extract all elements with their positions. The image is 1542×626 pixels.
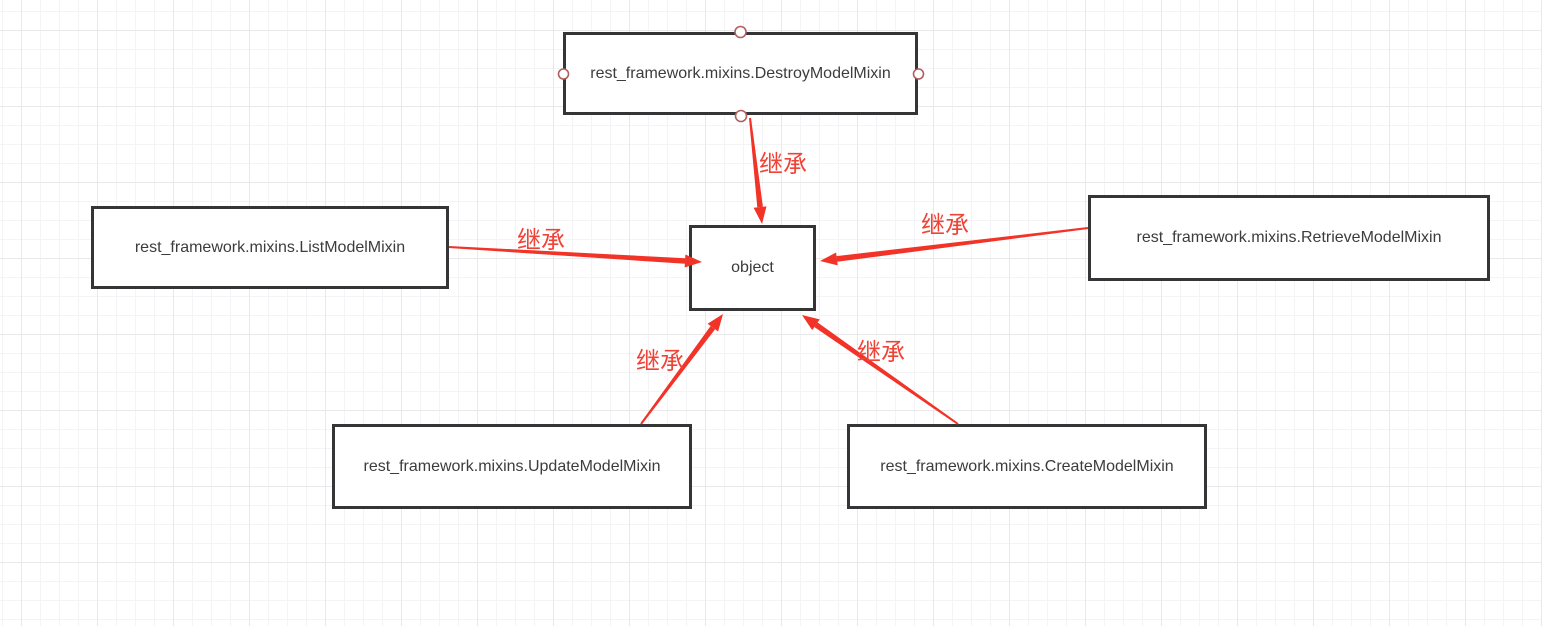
edge-create-to-object-arrow[interactable] bbox=[802, 315, 959, 425]
node-list-model-mixin[interactable]: rest_framework.mixins.ListModelMixin bbox=[91, 206, 449, 289]
node-label: rest_framework.mixins.DestroyModelMixin bbox=[590, 64, 891, 82]
node-label: rest_framework.mixins.CreateModelMixin bbox=[880, 457, 1174, 475]
node-label: rest_framework.mixins.RetrieveModelMixin bbox=[1136, 229, 1442, 246]
node-object[interactable]: object bbox=[689, 225, 816, 311]
edge-label-inherit[interactable]: 继承 bbox=[921, 212, 969, 239]
node-retrieve-model-mixin[interactable]: rest_framework.mixins.RetrieveModelMixin bbox=[1088, 195, 1490, 281]
edge-label-inherit[interactable]: 继承 bbox=[517, 227, 565, 254]
edge-label-inherit[interactable]: 继承 bbox=[636, 348, 684, 375]
node-update-model-mixin[interactable]: rest_framework.mixins.UpdateModelMixin bbox=[332, 424, 692, 509]
node-label: object bbox=[731, 259, 774, 276]
node-destroy-model-mixin[interactable]: rest_framework.mixins.DestroyModelMixin bbox=[563, 32, 918, 115]
edge-label-inherit[interactable]: 继承 bbox=[759, 151, 807, 178]
node-create-model-mixin[interactable]: rest_framework.mixins.CreateModelMixin bbox=[847, 424, 1207, 509]
node-label: rest_framework.mixins.ListModelMixin bbox=[134, 238, 406, 256]
edge-label-inherit[interactable]: 继承 bbox=[857, 339, 905, 366]
edge-list-to-object-arrow[interactable] bbox=[448, 246, 702, 268]
node-label: rest_framework.mixins.UpdateModelMixin bbox=[363, 457, 661, 475]
